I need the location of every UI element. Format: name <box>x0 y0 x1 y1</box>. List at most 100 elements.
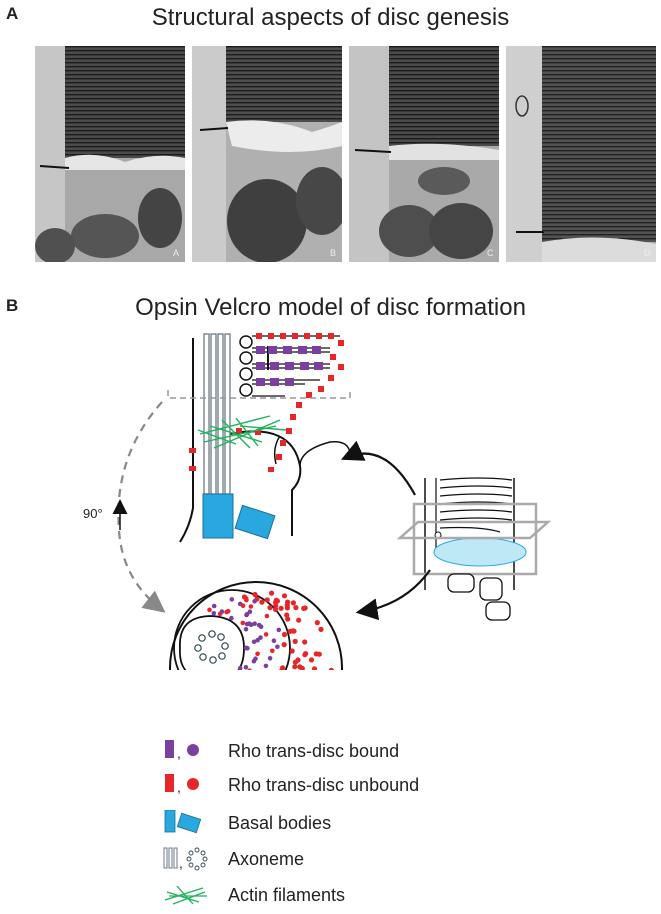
rho-dot <box>248 604 254 609</box>
rho-dot <box>247 668 252 670</box>
rho-dot <box>211 611 217 616</box>
rho-dot <box>229 615 234 621</box>
rho-dot <box>263 632 269 637</box>
rho-dot <box>281 593 288 599</box>
rho-dot <box>284 602 290 608</box>
rho-dot <box>211 603 217 609</box>
rho-dot <box>244 645 249 651</box>
legend-label-rho-bound: Rho trans-disc bound <box>228 741 400 761</box>
rho-dot <box>318 626 324 632</box>
rho-dot <box>244 612 249 618</box>
rho-dot <box>302 639 308 645</box>
rho-dot <box>302 652 308 658</box>
rho-dot <box>253 656 258 661</box>
rho-dot <box>267 656 273 661</box>
rho-dot <box>267 605 273 611</box>
rotation-label: 90° <box>83 506 103 521</box>
rho-dot <box>243 627 249 632</box>
rho-dot <box>207 607 212 613</box>
axoneme-ring <box>194 630 229 664</box>
rho-dot <box>290 628 296 634</box>
panel-a-letter: A <box>6 4 19 23</box>
legend-label-actin: Actin filaments <box>228 885 346 905</box>
rho-dot <box>273 606 279 612</box>
rho-dot <box>328 667 334 670</box>
panel-a-title: Structural aspects of disc genesis <box>151 4 510 31</box>
micrograph-4-label: D <box>644 248 651 258</box>
rotation-arrow <box>117 401 166 613</box>
rho-dot <box>314 620 320 626</box>
rho-dot <box>255 637 260 643</box>
micrograph-2: B <box>192 46 342 262</box>
micrograph-1: A <box>35 46 185 262</box>
cross-section-view <box>169 581 343 670</box>
micrograph-2-label: B <box>330 248 336 258</box>
micrograph-1-label: A <box>173 248 179 258</box>
legend-label-rho-unbound: Rho trans-disc unbound <box>228 775 420 795</box>
micrograph-3: C <box>349 46 499 262</box>
rho-dot <box>292 659 298 665</box>
rho-dot <box>302 605 308 611</box>
rho-dot <box>264 613 270 619</box>
rho-dot <box>224 609 229 615</box>
rho-dot <box>276 627 282 633</box>
rho-dot <box>290 600 296 606</box>
photoreceptor-sketch <box>396 477 552 621</box>
section-plane-marker <box>167 390 351 399</box>
rho-dot <box>240 620 246 626</box>
legend-label-axoneme: Axoneme <box>228 849 305 869</box>
svg-text:,: , <box>177 779 181 795</box>
rho-dot <box>263 663 269 669</box>
rho-dot <box>274 598 280 604</box>
micrograph-3-label: C <box>487 248 494 258</box>
rho-dot <box>311 666 318 670</box>
rho-dot <box>219 609 225 614</box>
rho-dot <box>264 597 270 603</box>
rho-dot <box>247 621 252 626</box>
rho-dot <box>297 664 303 670</box>
rho-dot <box>251 639 257 645</box>
rho-dot <box>255 651 260 657</box>
panel-b-title: Opsin Velcro model of disc formation <box>135 294 526 321</box>
rho-dot <box>243 665 249 670</box>
rho-dot <box>292 638 298 644</box>
rho-dot <box>281 642 287 648</box>
rho-dot <box>279 668 285 670</box>
rho-dot <box>278 605 284 611</box>
rho-dot <box>252 621 257 626</box>
panel-b-letter: B <box>6 296 19 315</box>
svg-text:,: , <box>179 855 183 871</box>
rho-dot <box>258 624 264 629</box>
rho-dot <box>240 603 246 608</box>
rho-dot <box>281 631 288 638</box>
axoneme-lines <box>203 333 231 495</box>
rho-dot <box>270 648 275 654</box>
rho-dot <box>252 591 258 598</box>
rho-dot <box>289 648 295 654</box>
rho-dot <box>273 603 279 609</box>
cilium-side-view <box>179 333 351 543</box>
arrow-to-side-view <box>340 440 416 496</box>
legend-label-basal-bodies: Basal bodies <box>228 813 332 833</box>
actin-filaments <box>197 415 287 449</box>
rho-dot <box>285 616 291 622</box>
rho-unbound-icon: , <box>165 774 199 795</box>
rho-dot <box>229 597 235 602</box>
basal-body-vertical <box>202 493 234 539</box>
rho-dot <box>292 664 298 670</box>
rho-dot <box>269 590 275 596</box>
arrow-to-cross-section <box>355 569 431 621</box>
rho-dot <box>308 657 315 663</box>
rho-dot <box>271 638 277 643</box>
micrograph-4: D <box>506 46 656 262</box>
disc-formation-diagram: 90° <box>83 333 552 670</box>
rho-dot <box>237 665 243 670</box>
rho-dot <box>275 644 280 650</box>
svg-text:,: , <box>177 745 181 761</box>
rho-dot <box>313 651 319 657</box>
disc-stack <box>239 333 344 460</box>
rho-bound-icon: , <box>165 740 199 761</box>
rho-dot <box>259 599 265 605</box>
rho-dot <box>284 612 290 618</box>
axoneme-icon: , <box>163 847 208 871</box>
